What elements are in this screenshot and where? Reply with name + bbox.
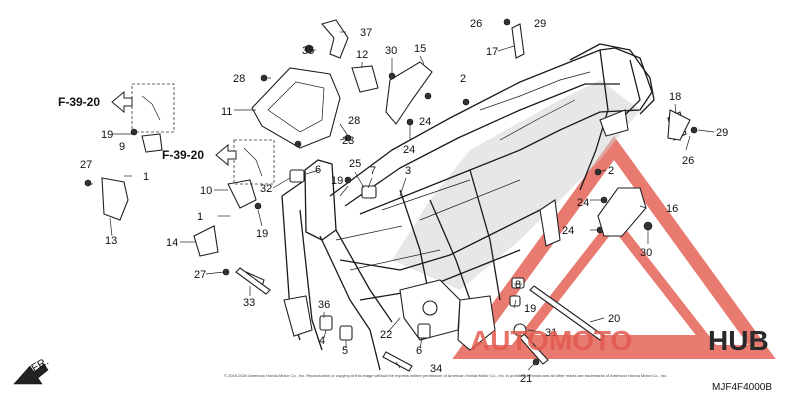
callout-16: 16 [666,203,678,215]
callout-24a: 24 [419,116,431,128]
callout-37: 37 [360,27,372,39]
callout-30a: 30 [385,45,397,57]
callout-9: 9 [119,141,125,153]
callout-30b: 30 [640,247,652,259]
callout-22: 22 [380,329,392,341]
callout-1a: 1 [143,171,149,183]
callout-2a: 2 [460,73,466,85]
callout-25: 25 [349,158,361,170]
callout-4: 4 [319,335,325,347]
callout-11: 11 [221,106,232,118]
copyright-notice: © 2019-2020 American Honda Motor Co., In… [224,373,667,378]
callout-33: 33 [243,297,255,309]
callout-13: 13 [105,235,117,247]
callout-5: 5 [342,345,348,357]
front-direction-label: FR. [30,355,51,374]
watermark-brand-prefix: AUTOMOTO [470,325,632,356]
callout-32: 32 [260,183,272,195]
reference-label-lower: F-39-20 [162,148,204,162]
callout-29a: 29 [534,18,546,30]
reference-arrows [13,90,237,385]
small-parts [84,18,698,372]
callout-26b: 26 [682,155,694,167]
leader-lines [88,31,715,371]
watermark-text: AUTOMOTO HUB [470,325,769,356]
callout-10: 10 [200,185,212,197]
reference-label-upper: F-39-20 [58,95,100,109]
callout-1b: 1 [197,211,203,223]
callout-21: 21 [520,373,532,385]
callout-36: 36 [318,299,330,311]
callout-20: 20 [608,313,620,325]
callout-24d: 24 [562,225,574,237]
callout-31: 31 [545,327,557,339]
callout-7: 7 [370,165,376,177]
callout-19c: 19 [256,228,268,240]
callout-3: 3 [405,165,411,177]
upper-bracket-assembly [251,19,687,149]
callout-19d: 19 [524,303,536,315]
watermark-brand-suffix: HUB [708,325,769,356]
callout-27b: 27 [194,269,206,281]
callout-34: 34 [430,363,442,375]
callout-19a: 19 [101,129,113,141]
callout-14: 14 [166,237,178,249]
callout-23: 23 [342,135,354,147]
diagram-code: MJF4F4000B [712,382,772,393]
callout-28b: 28 [348,115,360,127]
callout-6a: 6 [315,164,321,176]
callout-15: 15 [414,43,426,55]
front-direction-arrow [13,363,49,385]
callout-2b: 2 [608,165,614,177]
callout-18: 18 [669,91,681,103]
callout-8: 8 [515,279,521,291]
callout-19b: 19 [331,175,343,187]
callout-24b: 24 [403,144,415,156]
subassembly-boxes [131,83,275,185]
main-frame [281,43,655,371]
callout-26a: 26 [470,18,482,30]
callout-17: 17 [486,46,498,58]
callout-6b: 6 [416,345,422,357]
callout-12: 12 [356,49,368,61]
watermark-triangle [452,136,776,359]
callout-labels: 37 35 12 15 30 26 29 17 2 28 11 28 23 24… [80,18,728,385]
callout-27a: 27 [80,159,92,171]
callout-29b: 29 [716,127,728,139]
callout-24c: 24 [577,197,589,209]
callout-35: 35 [302,45,314,57]
callout-28a: 28 [233,73,245,85]
